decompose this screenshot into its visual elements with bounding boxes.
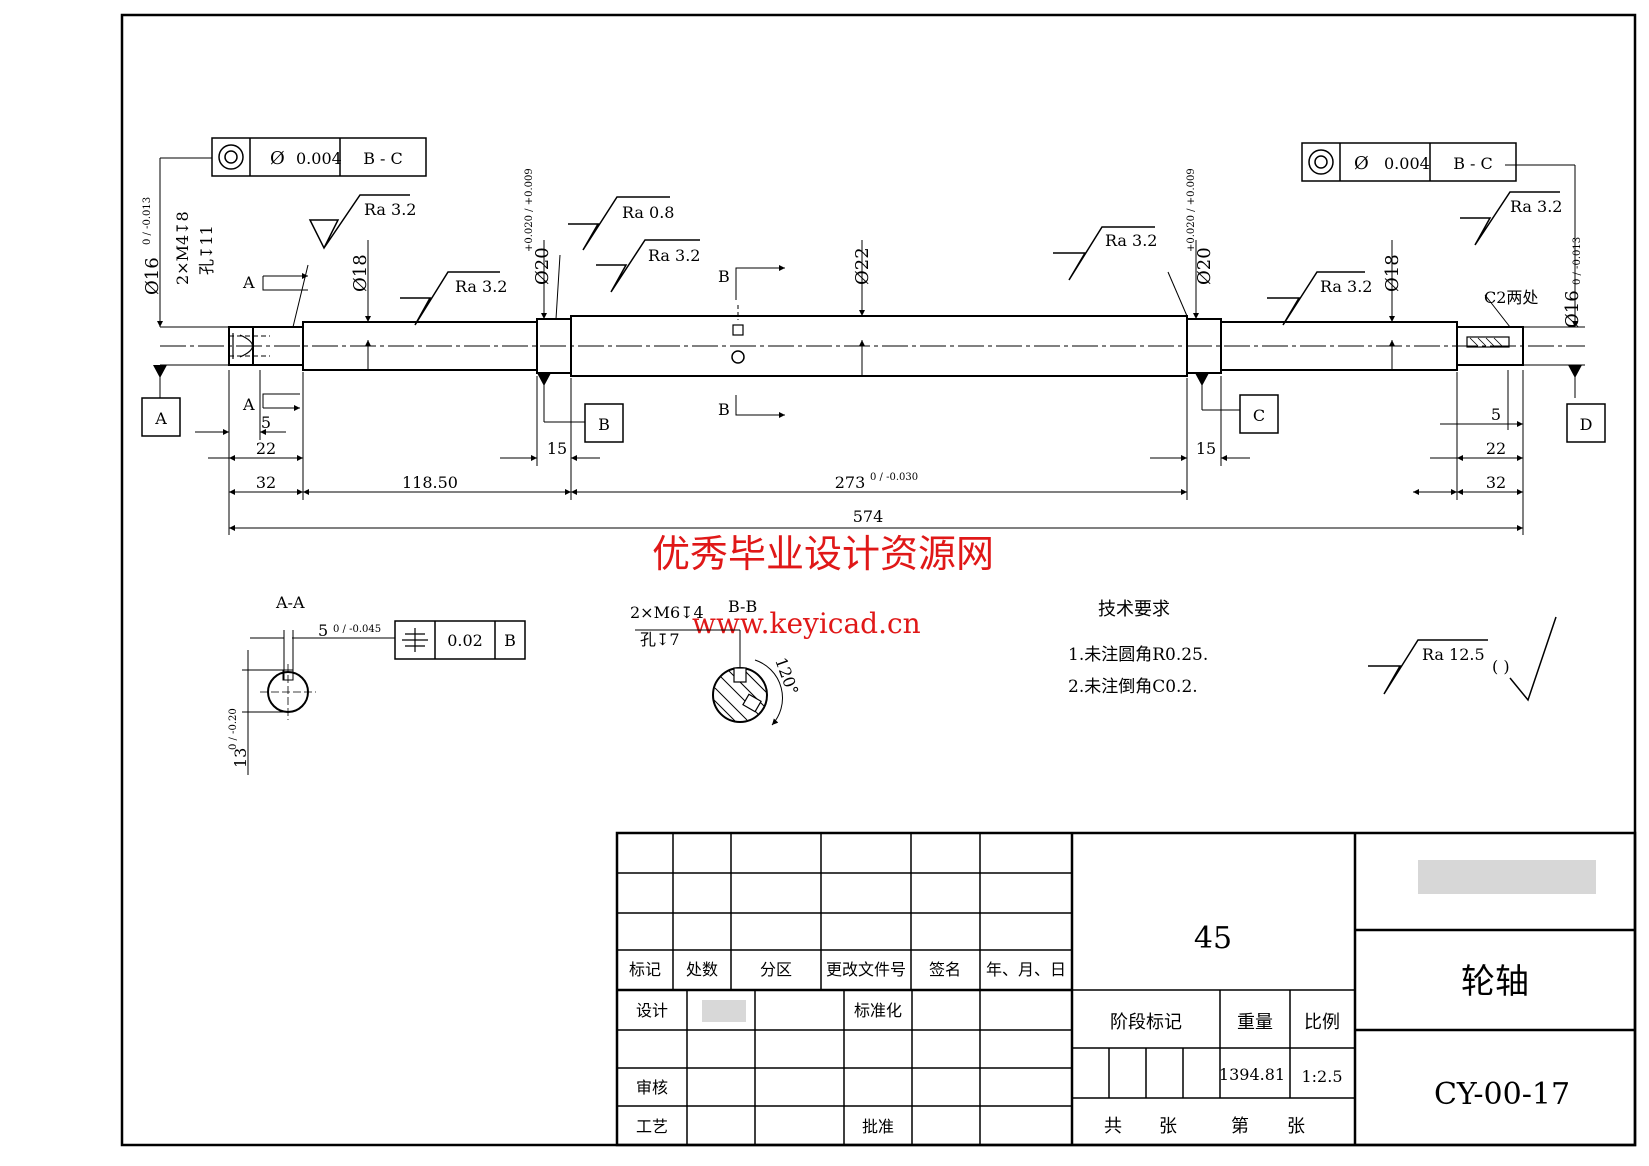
fcf-right-datum: B - C bbox=[1453, 154, 1493, 173]
section-aa-width: 5 bbox=[318, 621, 328, 640]
tb-material: 45 bbox=[1194, 921, 1232, 956]
hole-left-label: 孔↧11 bbox=[197, 225, 216, 275]
company-logo-blurred bbox=[1418, 860, 1596, 894]
tb-weight-label: 重量 bbox=[1237, 1012, 1273, 1033]
dim-15-left: 15 bbox=[547, 439, 567, 458]
dim-right-22: 22 bbox=[1486, 439, 1506, 458]
roughness-1: Ra 3.2 bbox=[364, 200, 416, 219]
section-mark-a-top: A bbox=[242, 273, 255, 292]
section-aa-depth: 13 bbox=[231, 748, 250, 768]
dim-118: 118.50 bbox=[402, 473, 458, 492]
d20-right-label: Ø20 bbox=[1194, 247, 1215, 285]
tech-item-2: 2.未注倒角C0.2. bbox=[1068, 677, 1198, 697]
tb-header-date: 年、月、日 bbox=[986, 960, 1066, 979]
tb-role-design: 设计 bbox=[636, 1001, 668, 1020]
dim-right-5: 5 bbox=[1491, 405, 1501, 424]
dim-right-32: 32 bbox=[1486, 473, 1506, 492]
roughness-7: Ra 3.2 bbox=[1510, 197, 1562, 216]
tb-sheets-total: 共 bbox=[1104, 1116, 1122, 1137]
fcf-right: Ø 0.004 B - C bbox=[1301, 142, 1517, 182]
datum-triangles bbox=[153, 365, 1582, 386]
tb-drawing-no: CY-00-17 bbox=[1434, 1077, 1570, 1112]
tb-header-mark: 标记 bbox=[629, 960, 661, 979]
dim-273-tol: 0 / -0.030 bbox=[870, 472, 918, 483]
tb-sheets-no: 第 bbox=[1231, 1116, 1249, 1137]
tb-header-count: 处数 bbox=[686, 960, 718, 979]
d16-right-tol: 0 / -0.013 bbox=[1572, 237, 1583, 285]
datum-a: A bbox=[154, 409, 167, 428]
d20-left-label: Ø20 bbox=[532, 247, 553, 285]
fcf-right-tol: 0.004 bbox=[1384, 154, 1430, 173]
roughness-3: Ra 0.8 bbox=[622, 203, 674, 222]
roughness-general-paren: ( ) bbox=[1492, 657, 1510, 676]
fcf-section-tol: 0.02 bbox=[447, 631, 483, 650]
designer-signature-blurred bbox=[702, 1000, 746, 1022]
tb-stage: 阶段标记 bbox=[1110, 1012, 1182, 1033]
watermark-cn: 优秀毕业设计资源网 bbox=[652, 532, 994, 576]
section-aa-width-tol: 0 / -0.045 bbox=[333, 624, 381, 635]
d16-right-label: Ø16 bbox=[1562, 290, 1583, 328]
roughness-5: Ra 3.2 bbox=[1105, 231, 1157, 250]
fcf-section: 0.02 B bbox=[394, 620, 526, 660]
tb-scale-label: 比例 bbox=[1304, 1012, 1340, 1033]
dim-left-5: 5 bbox=[261, 413, 271, 432]
d18-right-label: Ø18 bbox=[1382, 254, 1403, 292]
section-bb-title: B-B bbox=[728, 597, 757, 616]
tech-item-1: 1.未注圆角R0.25. bbox=[1068, 645, 1208, 665]
datum-d: D bbox=[1580, 415, 1593, 434]
roughness-2: Ra 3.2 bbox=[455, 277, 507, 296]
tb-sheets-zhang2: 张 bbox=[1287, 1116, 1305, 1137]
fcf-section-datum: B bbox=[504, 631, 516, 650]
roughness-4: Ra 3.2 bbox=[648, 246, 700, 265]
d16-left-label: Ø16 bbox=[142, 257, 163, 295]
watermark-url: www.keyicad.cn bbox=[692, 607, 921, 640]
d18-left-label: Ø18 bbox=[350, 254, 371, 292]
d20-right-tol: +0.020 / +0.009 bbox=[1186, 168, 1197, 252]
d16-left-tol: 0 / -0.013 bbox=[142, 197, 153, 245]
d20-left-tol: +0.020 / +0.009 bbox=[524, 168, 535, 252]
dim-574: 574 bbox=[853, 507, 884, 526]
fcf-left-tol: 0.004 bbox=[296, 149, 342, 168]
roughness-symbols bbox=[308, 191, 1560, 702]
fcf-left: Ø 0.004 B - C bbox=[211, 137, 427, 177]
dim-left-32: 32 bbox=[256, 473, 276, 492]
d22-label: Ø22 bbox=[852, 247, 873, 285]
tb-role-approve: 批准 bbox=[862, 1117, 894, 1136]
section-mark-b-bottom: B bbox=[718, 400, 730, 419]
roughness-general: Ra 12.5 bbox=[1422, 645, 1485, 664]
tb-scale: 1:2.5 bbox=[1301, 1067, 1342, 1086]
section-aa-title: A-A bbox=[275, 593, 305, 612]
c2-label: C2两处 bbox=[1484, 288, 1538, 307]
datum-c: C bbox=[1253, 406, 1265, 425]
title-block bbox=[615, 831, 1637, 1147]
tb-role-standard: 标准化 bbox=[854, 1001, 902, 1020]
section-mark-a-bottom: A bbox=[242, 395, 255, 414]
datum-b: B bbox=[598, 415, 610, 434]
tb-role-process: 工艺 bbox=[636, 1117, 668, 1136]
dim-273: 273 bbox=[835, 473, 866, 492]
section-bb-hole: 孔↧7 bbox=[640, 630, 680, 649]
roughness-6: Ra 3.2 bbox=[1320, 277, 1372, 296]
tb-header-zone: 分区 bbox=[760, 960, 792, 979]
section-bb-thread: 2×M6↧4 bbox=[630, 603, 704, 622]
tb-weight: 1394.81 bbox=[1219, 1065, 1285, 1084]
section-aa: A-A 5 0 / -0.045 13 0 / -0.20 bbox=[228, 593, 395, 775]
section-aa-depth-tol: 0 / -0.20 bbox=[228, 708, 239, 750]
dim-15-right: 15 bbox=[1196, 439, 1216, 458]
tb-header-doc: 更改文件号 bbox=[826, 960, 906, 979]
fcf-right-diameter: Ø bbox=[1354, 153, 1369, 174]
section-mark-b-top: B bbox=[718, 267, 730, 286]
thread-left-label: 2×M4↧8 bbox=[173, 211, 192, 285]
tb-sheets-zhang1: 张 bbox=[1159, 1116, 1177, 1137]
shaft-main-view bbox=[228, 305, 1524, 377]
tb-header-sign: 签名 bbox=[929, 960, 961, 979]
tb-role-review: 审核 bbox=[636, 1078, 668, 1097]
fcf-left-datum: B - C bbox=[363, 149, 403, 168]
fcf-left-diameter: Ø bbox=[270, 148, 285, 169]
tech-title: 技术要求 bbox=[1098, 599, 1170, 620]
datum-boxes bbox=[141, 394, 1606, 443]
dim-left-22: 22 bbox=[256, 439, 276, 458]
tb-part-name: 轮轴 bbox=[1461, 962, 1529, 1002]
